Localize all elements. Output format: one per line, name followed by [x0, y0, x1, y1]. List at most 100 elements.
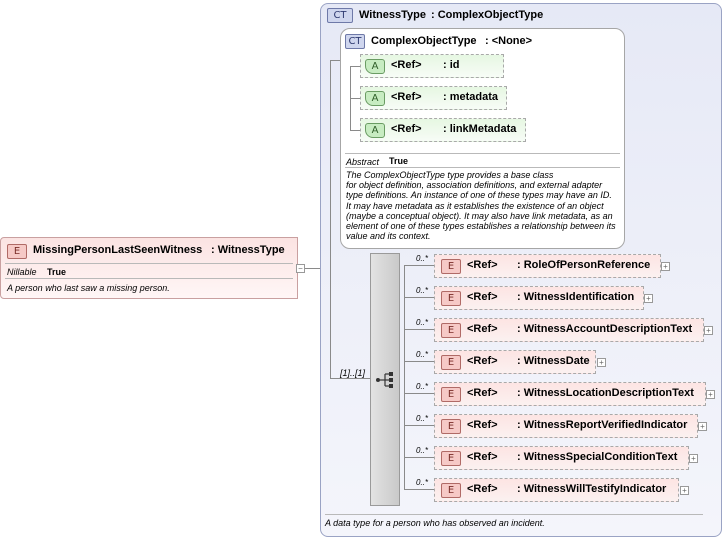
child-element-witnessaccountdescriptiontext[interactable]: E <Ref> : WitnessAccountDescriptionText: [434, 318, 704, 342]
child-element-witnessreportverifiedindicator[interactable]: E <Ref> : WitnessReportVerifiedIndicator: [434, 414, 698, 438]
sequence-multiplicity: [1]..[1]: [340, 368, 366, 378]
complex-object-type-description: The ComplexObjectType type provides a ba…: [346, 170, 616, 242]
expand-button[interactable]: +: [689, 454, 698, 463]
child-element-witnessidentification[interactable]: E <Ref> : WitnessIdentification: [434, 286, 644, 310]
child-multiplicity: 0..*: [416, 318, 429, 327]
witness-type-title: WitnessType: [359, 9, 426, 21]
child-element-witnesswilltestifyindicator[interactable]: E <Ref> : WitnessWillTestifyIndicator: [434, 478, 679, 502]
expand-button[interactable]: +: [661, 262, 670, 271]
connector-line: [404, 457, 434, 458]
collapse-button[interactable]: −: [296, 264, 305, 273]
element-name: : WitnessReportVerifiedIndicator: [517, 419, 688, 431]
attribute-linkmetadata[interactable]: A <Ref> : linkMetadata: [360, 118, 526, 142]
witness-type-description: A data type for a person who has observe…: [325, 518, 545, 528]
divider: [345, 153, 620, 154]
element-name: : WitnessIdentification: [517, 291, 635, 303]
attribute-icon: A: [365, 91, 385, 106]
root-element-name: MissingPersonLastSeenWitness: [33, 244, 203, 256]
attribute-name: : metadata: [443, 91, 499, 103]
attribute-ref: <Ref>: [391, 59, 422, 71]
connector-line: [404, 425, 434, 426]
element-icon: E: [441, 451, 461, 466]
child-multiplicity: 0..*: [416, 414, 429, 423]
element-name: : RoleOfPersonReference: [517, 259, 651, 271]
element-name: : WitnessAccountDescriptionText: [517, 323, 693, 335]
attribute-metadata[interactable]: A <Ref> : metadata: [360, 86, 507, 110]
element-icon: E: [441, 355, 461, 370]
element-ref: <Ref>: [467, 259, 498, 271]
element-ref: <Ref>: [467, 419, 498, 431]
element-ref: <Ref>: [467, 291, 498, 303]
expand-button[interactable]: +: [597, 358, 606, 367]
expand-button[interactable]: +: [704, 326, 713, 335]
expand-button[interactable]: +: [698, 422, 707, 431]
element-name: : WitnessDate: [517, 355, 590, 367]
attribute-id[interactable]: A <Ref> : id: [360, 54, 504, 78]
connector-line: [404, 297, 434, 298]
attribute-ref: <Ref>: [391, 123, 422, 135]
expand-button[interactable]: +: [680, 486, 689, 495]
element-name: : WitnessLocationDescriptionText: [517, 387, 694, 399]
connector-line: [404, 329, 434, 330]
attribute-icon: A: [365, 59, 385, 74]
connector-line: [350, 98, 360, 99]
connector-line: [404, 265, 405, 490]
element-icon: E: [441, 323, 461, 338]
element-ref: <Ref>: [467, 483, 498, 495]
element-icon: E: [441, 291, 461, 306]
element-icon: E: [441, 259, 461, 274]
expand-button[interactable]: +: [706, 390, 715, 399]
connector-line: [350, 66, 360, 67]
child-element-roleofpersonreference[interactable]: E <Ref> : RoleOfPersonReference: [434, 254, 661, 278]
root-element-description: A person who last saw a missing person.: [7, 283, 170, 293]
element-name: : WitnessWillTestifyIndicator: [517, 483, 667, 495]
child-element-witnesslocationdescriptiontext[interactable]: E <Ref> : WitnessLocationDescriptionText: [434, 382, 706, 406]
divider: [325, 514, 703, 515]
element-icon: E: [441, 419, 461, 434]
element-ref: <Ref>: [467, 387, 498, 399]
attribute-name: : id: [443, 59, 460, 71]
connector-line: [330, 378, 370, 379]
root-element-box[interactable]: E MissingPersonLastSeenWitness : Witness…: [0, 237, 298, 299]
nillable-label: Nillable: [7, 267, 37, 277]
element-icon: E: [441, 483, 461, 498]
abstract-label: Abstract: [346, 157, 380, 167]
child-element-witnessspecialconditiontext[interactable]: E <Ref> : WitnessSpecialConditionText: [434, 446, 689, 470]
connector-line: [305, 268, 321, 269]
connector-line: [404, 361, 434, 362]
child-multiplicity: 0..*: [416, 286, 429, 295]
complex-type-icon: CT: [327, 8, 353, 23]
child-element-witnessdate[interactable]: E <Ref> : WitnessDate: [434, 350, 596, 374]
connector-line: [330, 60, 342, 61]
element-ref: <Ref>: [467, 323, 498, 335]
element-ref: <Ref>: [467, 355, 498, 367]
divider: [345, 167, 620, 168]
connector-line: [404, 489, 434, 490]
expand-button[interactable]: +: [644, 294, 653, 303]
child-multiplicity: 0..*: [416, 446, 429, 455]
root-element-type: : WitnessType: [211, 244, 285, 256]
attribute-icon: A: [365, 123, 385, 138]
complex-object-type-base: : <None>: [485, 35, 533, 47]
complex-object-type-title: ComplexObjectType: [371, 35, 477, 47]
sequence-compositor[interactable]: [370, 253, 400, 506]
connector-line: [404, 265, 434, 266]
child-multiplicity: 0..*: [416, 382, 429, 391]
child-multiplicity: 0..*: [416, 254, 429, 263]
element-icon: E: [441, 387, 461, 402]
element-icon: E: [7, 244, 27, 259]
nillable-value: True: [47, 267, 67, 277]
connector-line: [404, 393, 434, 394]
connector-line: [350, 130, 360, 131]
child-multiplicity: 0..*: [416, 478, 429, 487]
element-ref: <Ref>: [467, 451, 498, 463]
attribute-ref: <Ref>: [391, 91, 422, 103]
divider: [5, 278, 293, 279]
sequence-icon: [376, 372, 393, 388]
element-name: : WitnessSpecialConditionText: [517, 451, 678, 463]
connector-line: [330, 60, 331, 378]
witness-type-base: : ComplexObjectType: [431, 9, 544, 21]
divider: [5, 263, 293, 264]
child-multiplicity: 0..*: [416, 350, 429, 359]
abstract-value: True: [389, 156, 409, 166]
